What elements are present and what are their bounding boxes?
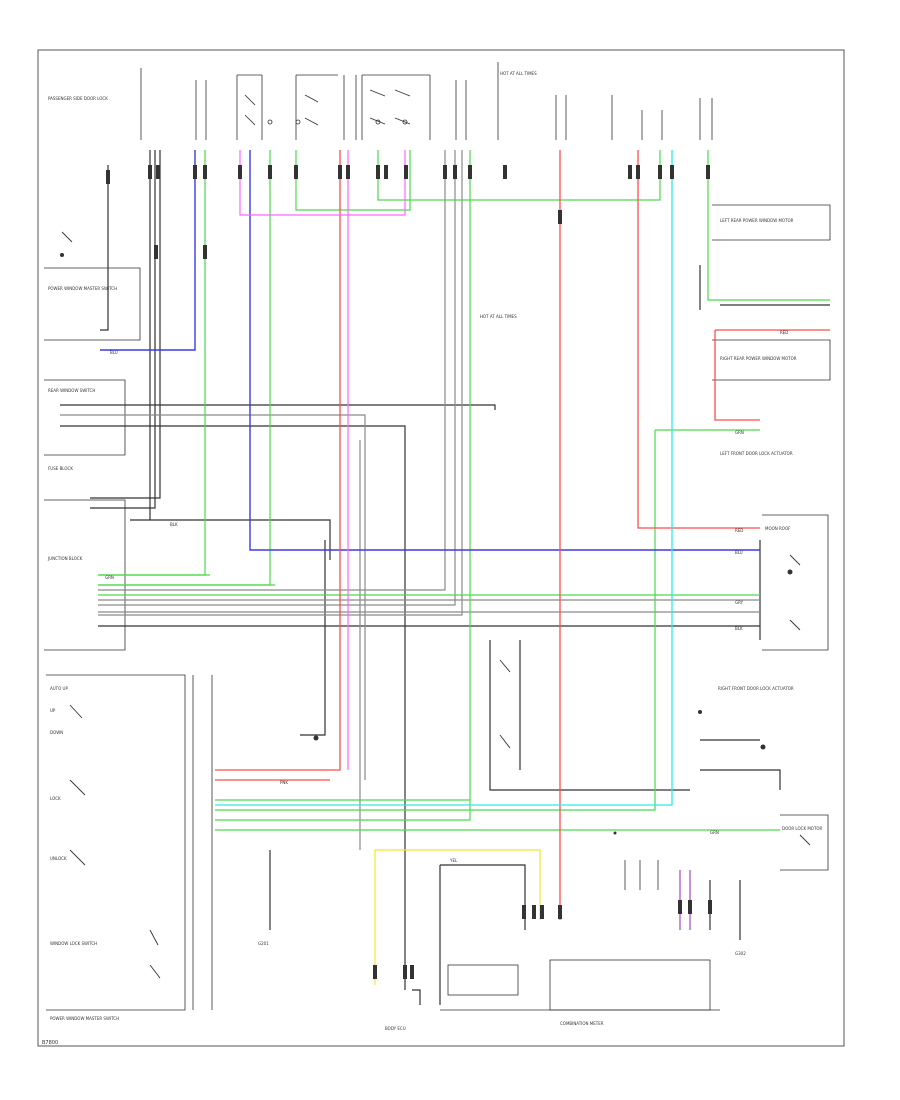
svg-text:G201: G201: [258, 941, 269, 946]
wire-code-labels: BLK BLU GRN RED BLU GRY BLK YEL PNK GRN …: [105, 330, 788, 863]
svg-text:RED: RED: [780, 330, 788, 335]
diagram-ref-label: B7800: [42, 1040, 58, 1046]
component-labels: PASSENGER SIDE DOOR LOCK POWER WINDOW MA…: [47, 71, 823, 1031]
svg-text:RIGHT REAR POWER WINDOW MOTOR: RIGHT REAR POWER WINDOW MOTOR: [720, 356, 797, 361]
terminal-marks: [60, 165, 793, 979]
svg-text:GRN: GRN: [710, 830, 719, 835]
svg-text:MOON ROOF: MOON ROOF: [765, 526, 791, 531]
svg-text:HOT AT ALL TIMES: HOT AT ALL TIMES: [480, 314, 517, 319]
svg-text:DOWN: DOWN: [50, 730, 63, 735]
svg-text:POWER WINDOW MASTER SWITCH: POWER WINDOW MASTER SWITCH: [48, 286, 117, 291]
svg-text:HOT AT ALL TIMES: HOT AT ALL TIMES: [500, 71, 537, 76]
svg-text:REAR WINDOW SWITCH: REAR WINDOW SWITCH: [48, 388, 95, 393]
svg-text:GRN: GRN: [735, 430, 744, 435]
svg-text:UP: UP: [50, 708, 56, 713]
wires-green: [98, 150, 830, 831]
svg-text:RED: RED: [735, 528, 743, 533]
svg-text:YEL: YEL: [449, 858, 458, 863]
svg-text:G302: G302: [735, 951, 746, 956]
svg-text:BODY ECU: BODY ECU: [385, 1026, 406, 1031]
component-outlines: [44, 62, 831, 1011]
svg-text:AUTO UP: AUTO UP: [50, 686, 68, 691]
svg-text:PASSENGER SIDE DOOR LOCK: PASSENGER SIDE DOOR LOCK: [48, 96, 108, 101]
svg-text:LEFT REAR POWER WINDOW MOTOR: LEFT REAR POWER WINDOW MOTOR: [720, 218, 794, 223]
svg-text:BLU: BLU: [110, 350, 118, 355]
wires-gray: [60, 150, 760, 850]
switch-symbols: [61, 231, 811, 979]
svg-text:WINDOW LOCK SWITCH: WINDOW LOCK SWITCH: [50, 941, 97, 946]
wires-blue: [100, 150, 760, 551]
svg-text:LEFT FRONT DOOR LOCK ACTUATOR: LEFT FRONT DOOR LOCK ACTUATOR: [720, 451, 793, 456]
svg-text:DOOR LOCK MOTOR: DOOR LOCK MOTOR: [782, 826, 823, 831]
wires-pink: [239, 150, 406, 770]
svg-text:PNK: PNK: [280, 780, 288, 785]
svg-text:RIGHT FRONT DOOR LOCK ACTUATOR: RIGHT FRONT DOOR LOCK ACTUATOR: [718, 686, 794, 691]
svg-text:BLU: BLU: [735, 550, 743, 555]
svg-text:JUNCTION BLOCK: JUNCTION BLOCK: [47, 556, 83, 561]
svg-text:POWER WINDOW MASTER SWITCH: POWER WINDOW MASTER SWITCH: [50, 1016, 119, 1021]
svg-text:GRY: GRY: [735, 600, 744, 605]
wires-yellow: [374, 849, 541, 985]
svg-text:COMBINATION METER: COMBINATION METER: [560, 1021, 604, 1026]
svg-text:BLK: BLK: [735, 626, 743, 631]
svg-text:GRN: GRN: [105, 575, 114, 580]
svg-text:LOCK: LOCK: [50, 796, 61, 801]
svg-text:FUSE BLOCK: FUSE BLOCK: [48, 466, 73, 471]
wires-cyan: [215, 150, 673, 806]
svg-text:BLK: BLK: [170, 522, 178, 527]
wires-red: [215, 150, 830, 920]
diagram-frame: [37, 49, 845, 1047]
svg-text:UNLOCK: UNLOCK: [50, 856, 67, 861]
